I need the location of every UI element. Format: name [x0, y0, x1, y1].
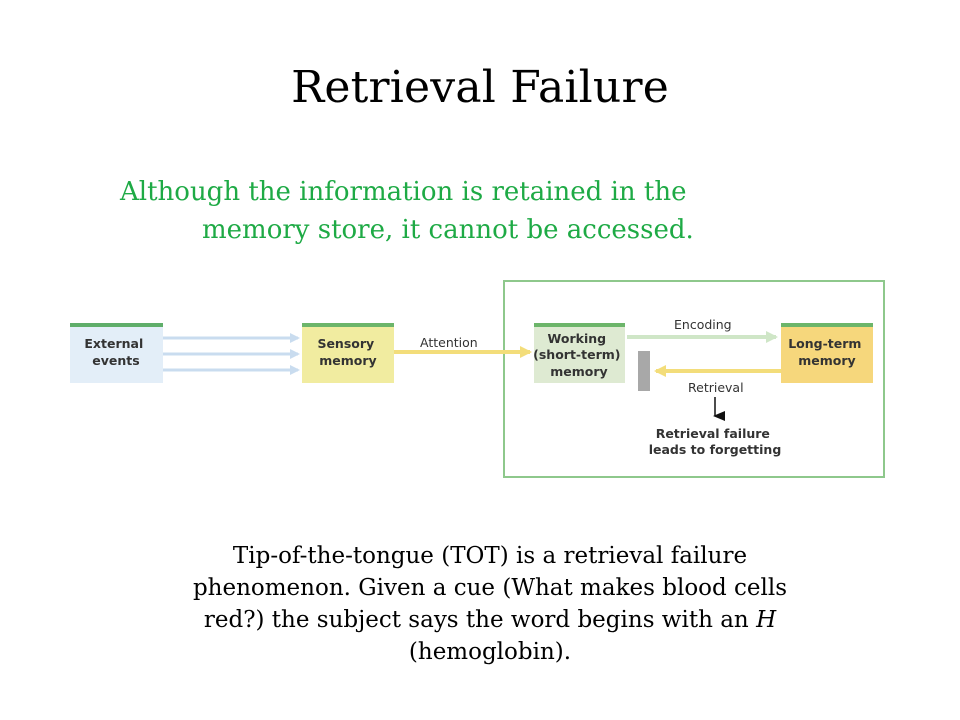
- subtitle-line-1: Although the information is retained in …: [120, 177, 687, 207]
- long-term-memory-box: [781, 323, 873, 383]
- tot-line-4: (hemoglobin).: [408, 639, 572, 665]
- retrieval-blocker: [638, 351, 650, 391]
- attention-label: Attention: [420, 335, 478, 350]
- encoding-label: Encoding: [674, 317, 732, 332]
- tot-line-2: phenomenon. Given a cue (What makes bloo…: [192, 575, 788, 601]
- working-memory-box: [534, 323, 625, 383]
- working-memory-bar: [534, 323, 625, 327]
- tot-line-3: red?) the subject says the word begins w…: [203, 607, 757, 633]
- external-events-box: [70, 323, 163, 383]
- tot-letter-h: H: [756, 607, 777, 633]
- subtitle: Although the information is retained in …: [120, 173, 860, 249]
- working-memory-label: Working (short-term) memory: [533, 331, 625, 379]
- long-term-memory-label: Long-term memory: [788, 336, 866, 368]
- slide-title: Retrieval Failure: [291, 62, 669, 113]
- external-events-bar: [70, 323, 163, 327]
- sensory-memory-bar: [302, 323, 394, 327]
- retrieval-failure-note: Retrieval failure leads to forgetting: [649, 426, 782, 457]
- tot-line-1: Tip-of-the-tongue (TOT) is a retrieval f…: [232, 543, 748, 569]
- memory-frame: [503, 280, 885, 478]
- sensory-memory-label: Sensory memory: [317, 336, 378, 368]
- external-events-label: External events: [84, 336, 147, 368]
- long-term-memory-bar: [781, 323, 873, 327]
- tot-description: Tip-of-the-tongue (TOT) is a retrieval f…: [100, 540, 880, 668]
- subtitle-line-2: memory store, it cannot be accessed.: [202, 215, 694, 245]
- sensory-memory-box: [302, 323, 394, 383]
- retrieval-label: Retrieval: [688, 380, 744, 395]
- memory-model-diagram: External events Sensory memory Attention…: [70, 280, 885, 478]
